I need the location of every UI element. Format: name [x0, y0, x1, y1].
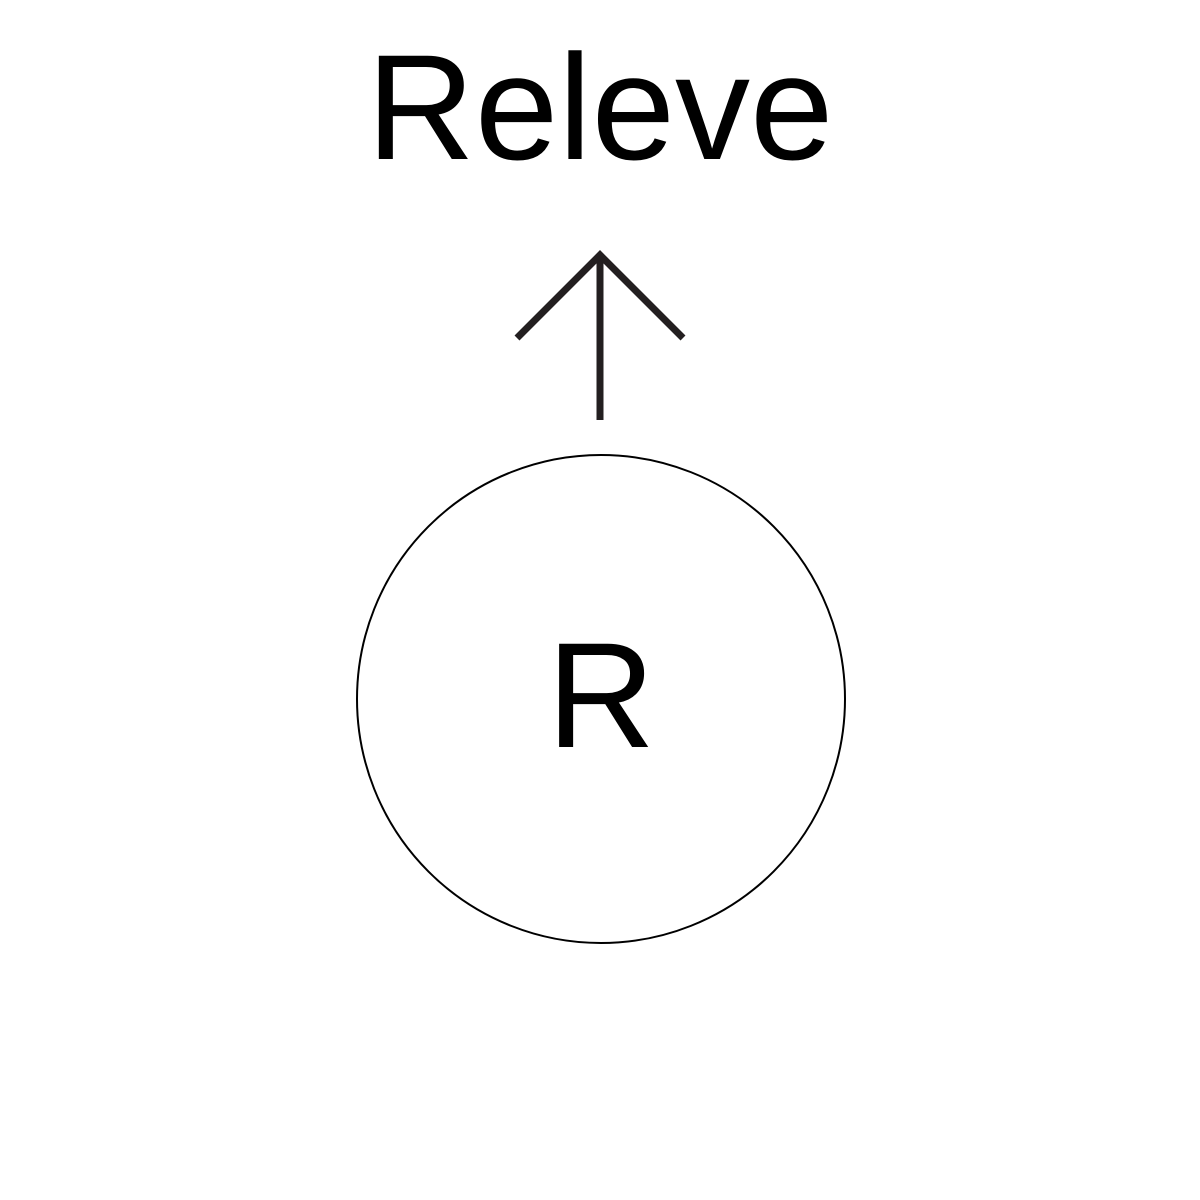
- node-circle: [356, 454, 846, 944]
- arrow-head: [514, 250, 686, 341]
- diagram-title: Releve: [366, 23, 834, 191]
- node-letter: R: [546, 611, 656, 779]
